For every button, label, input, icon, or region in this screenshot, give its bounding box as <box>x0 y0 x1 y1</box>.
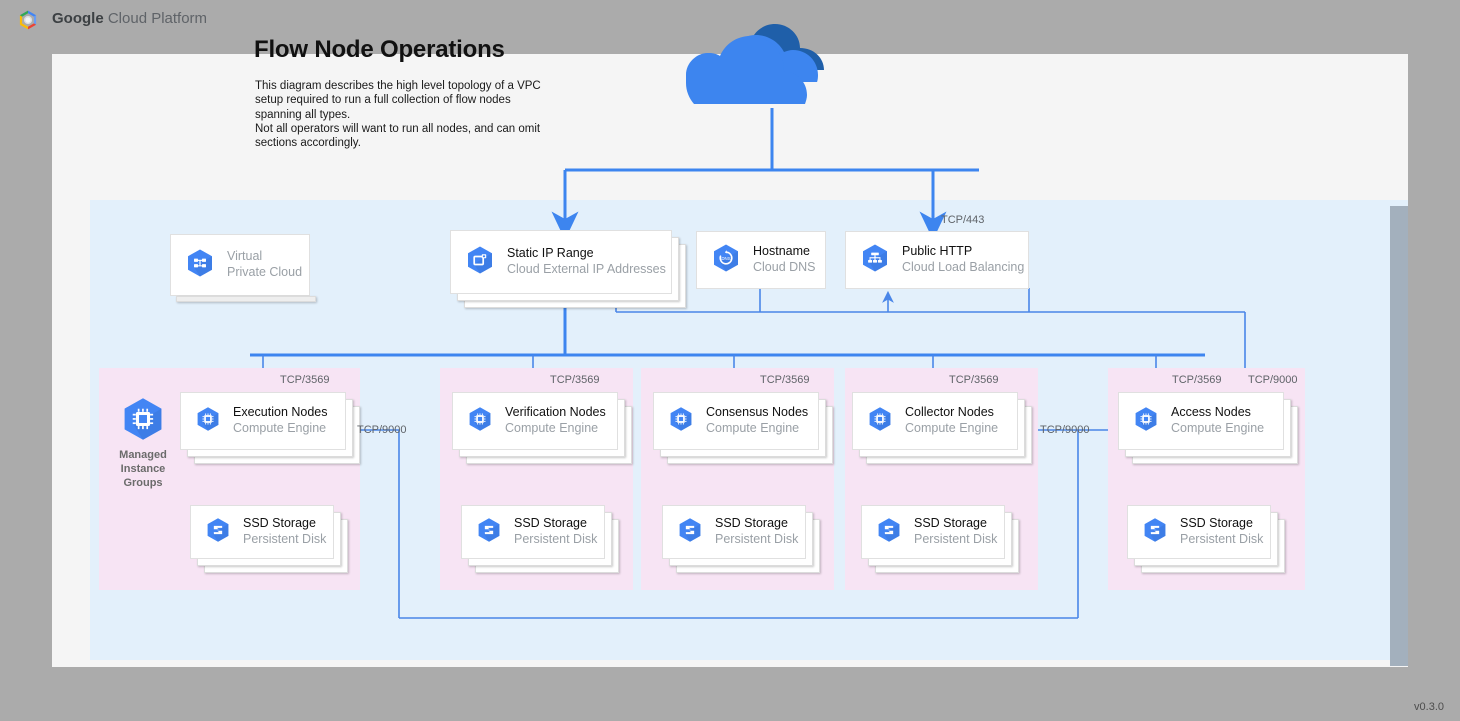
storage-card-collector[interactable]: SSD Storage Persistent Disk <box>861 505 1005 559</box>
cloud-icon <box>680 20 866 110</box>
brand-bar: Google Cloud Platform <box>0 0 1460 38</box>
storage-card-verification[interactable]: SSD Storage Persistent Disk <box>461 505 605 559</box>
storage-card-execution-title: SSD Storage <box>243 516 316 531</box>
storage-card-collector-text: SSD Storage Persistent Disk <box>914 516 997 547</box>
version-label: v0.3.0 <box>1414 701 1444 713</box>
node-card-access[interactable]: Access Nodes Compute Engine <box>1118 392 1284 450</box>
node-card-vpc-text: Virtual Private Cloud <box>227 249 302 280</box>
storage-card-verification-title: SSD Storage <box>514 516 587 531</box>
node-card-static-ip-title: Static IP Range <box>507 246 594 261</box>
node-card-verification-subtitle: Compute Engine <box>505 421 599 435</box>
svg-text:DNS: DNS <box>721 256 730 261</box>
node-card-hostname[interactable]: DNS Hostname Cloud DNS <box>696 231 826 289</box>
port-label-collector-3569: TCP/3569 <box>949 374 999 386</box>
cloud-dns-icon: DNS <box>711 243 741 278</box>
compute-engine-icon <box>467 406 493 437</box>
persistent-disk-icon <box>876 517 902 548</box>
external-ip-icon <box>465 245 495 280</box>
compute-engine-icon <box>867 406 893 437</box>
storage-card-consensus-title: SSD Storage <box>715 516 788 531</box>
node-card-vpc-title: Virtual <box>227 249 263 264</box>
node-card-execution-subtitle: Compute Engine <box>233 421 327 435</box>
node-card-access-subtitle: Compute Engine <box>1171 421 1265 435</box>
storage-card-consensus-text: SSD Storage Persistent Disk <box>715 516 798 547</box>
node-card-verification-text: Verification Nodes Compute Engine <box>505 405 606 436</box>
node-card-consensus-text: Consensus Nodes Compute Engine <box>706 405 808 436</box>
compute-engine-icon <box>668 406 694 437</box>
node-card-execution[interactable]: Execution Nodes Compute Engine <box>180 392 346 450</box>
port-label-access-3569: TCP/3569 <box>1172 374 1222 386</box>
port-label-verification-3569: TCP/3569 <box>550 374 600 386</box>
node-card-collector-text: Collector Nodes Compute Engine <box>905 405 998 436</box>
node-card-public-http[interactable]: Public HTTP Cloud Load Balancing <box>845 231 1029 289</box>
compute-engine-icon <box>1133 406 1159 437</box>
node-card-verification[interactable]: Verification Nodes Compute Engine <box>452 392 618 450</box>
virtual-private-cloud-icon <box>185 248 215 283</box>
vpc-region-shadow <box>1390 206 1408 666</box>
brand-title: Google Cloud Platform <box>52 10 207 27</box>
persistent-disk-icon <box>1142 517 1168 548</box>
node-card-hostname-text: Hostname Cloud DNS <box>753 244 816 275</box>
node-card-collector-subtitle: Compute Engine <box>905 421 999 435</box>
persistent-disk-icon <box>476 517 502 548</box>
node-card-static-ip-subtitle: Cloud External IP Addresses <box>507 262 666 276</box>
storage-card-execution-text: SSD Storage Persistent Disk <box>243 516 326 547</box>
storage-card-consensus-subtitle: Persistent Disk <box>715 532 799 546</box>
page-title: Flow Node Operations <box>254 36 505 63</box>
node-card-hostname-subtitle: Cloud DNS <box>753 260 816 274</box>
port-label-execution-9000: TCP/9000 <box>357 424 407 436</box>
storage-card-collector-subtitle: Persistent Disk <box>914 532 998 546</box>
storage-card-access-subtitle: Persistent Disk <box>1180 532 1264 546</box>
brand-rest: Cloud Platform <box>103 10 208 27</box>
managed-instance-group-icon <box>120 396 166 447</box>
node-card-collector[interactable]: Collector Nodes Compute Engine <box>852 392 1018 450</box>
node-card-collector-title: Collector Nodes <box>905 405 994 420</box>
node-card-access-text: Access Nodes Compute Engine <box>1171 405 1264 436</box>
brand-bold: Google <box>52 10 104 27</box>
node-card-consensus[interactable]: Consensus Nodes Compute Engine <box>653 392 819 450</box>
storage-card-access-title: SSD Storage <box>1180 516 1253 531</box>
node-card-execution-text: Execution Nodes Compute Engine <box>233 405 328 436</box>
page-description: This diagram describes the high level to… <box>255 80 541 150</box>
node-card-access-title: Access Nodes <box>1171 405 1251 420</box>
node-card-vpc[interactable]: Virtual Private Cloud <box>170 234 310 296</box>
node-card-execution-title: Execution Nodes <box>233 405 328 420</box>
managed-instance-groups-label: Managed Instance Groups <box>119 449 167 489</box>
port-label-access-9000: TCP/9000 <box>1248 374 1298 386</box>
google-cloud-logo-icon <box>16 8 40 32</box>
storage-card-execution[interactable]: SSD Storage Persistent Disk <box>190 505 334 559</box>
node-card-public-http-title: Public HTTP <box>902 244 973 259</box>
storage-card-verification-subtitle: Persistent Disk <box>514 532 598 546</box>
node-card-consensus-title: Consensus Nodes <box>706 405 809 420</box>
load-balancing-icon <box>860 243 890 278</box>
node-card-hostname-title: Hostname <box>753 244 810 259</box>
storage-card-execution-subtitle: Persistent Disk <box>243 532 327 546</box>
persistent-disk-icon <box>677 517 703 548</box>
storage-card-access-text: SSD Storage Persistent Disk <box>1180 516 1263 547</box>
node-card-verification-title: Verification Nodes <box>505 405 606 420</box>
storage-card-verification-text: SSD Storage Persistent Disk <box>514 516 597 547</box>
persistent-disk-icon <box>205 517 231 548</box>
port-label-collector-9000: TCP/9000 <box>1040 424 1090 436</box>
port-label-lb-443: TCP/443 <box>941 214 985 226</box>
storage-card-consensus[interactable]: SSD Storage Persistent Disk <box>662 505 806 559</box>
storage-card-access[interactable]: SSD Storage Persistent Disk <box>1127 505 1271 559</box>
port-label-consensus-3569: TCP/3569 <box>760 374 810 386</box>
storage-card-collector-title: SSD Storage <box>914 516 987 531</box>
node-card-static-ip[interactable]: Static IP Range Cloud External IP Addres… <box>450 230 672 294</box>
node-card-vpc-title2: Private Cloud <box>227 265 303 279</box>
compute-engine-icon <box>195 406 221 437</box>
node-card-static-ip-text: Static IP Range Cloud External IP Addres… <box>507 246 666 277</box>
node-card-public-http-subtitle: Cloud Load Balancing <box>902 260 1025 274</box>
node-card-consensus-subtitle: Compute Engine <box>706 421 800 435</box>
node-card-public-http-text: Public HTTP Cloud Load Balancing <box>902 244 1024 275</box>
port-label-execution-3569: TCP/3569 <box>280 374 330 386</box>
stack-shadow <box>176 296 316 302</box>
